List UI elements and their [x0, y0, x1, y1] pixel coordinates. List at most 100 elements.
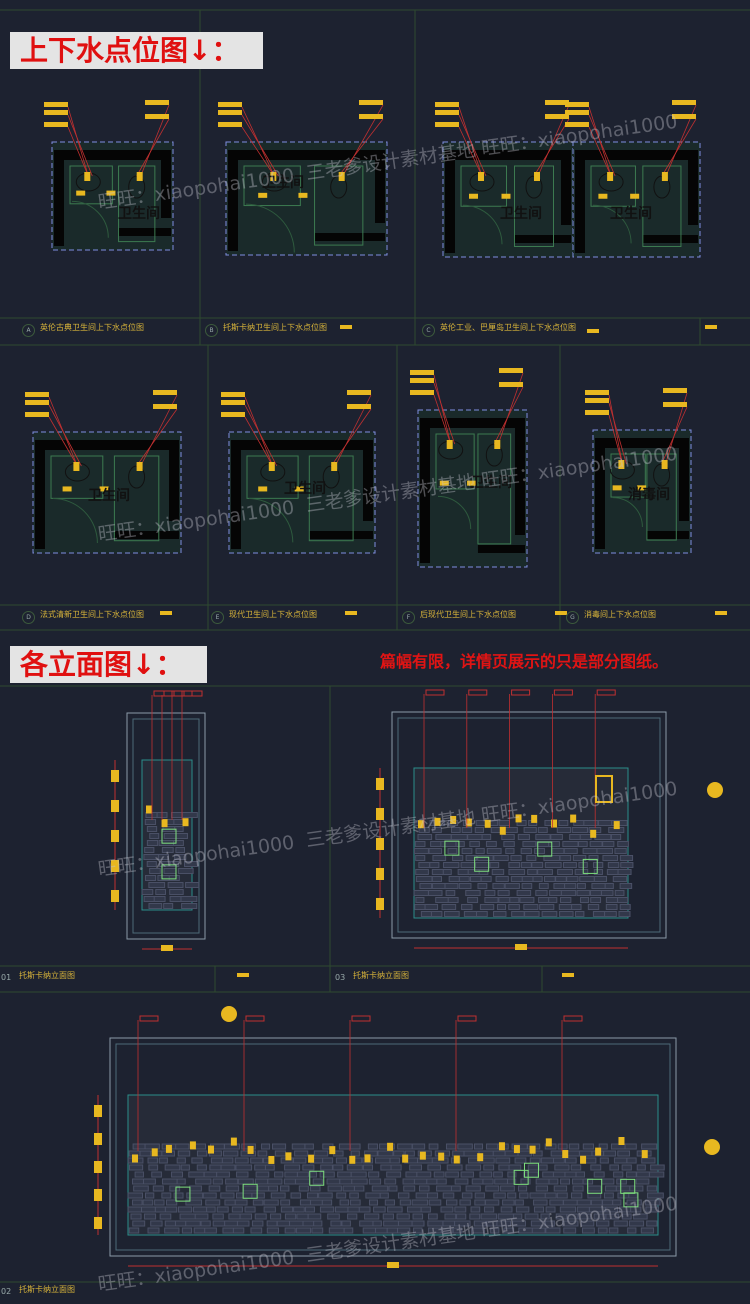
- stone-block: [166, 1199, 178, 1206]
- stone-block: [181, 903, 198, 909]
- stone-block: [164, 1227, 180, 1234]
- stone-block: [480, 876, 492, 882]
- plan-title-a: 英伦古典卫生间上下水点位图: [40, 323, 144, 332]
- fixture-outline: [69, 165, 113, 205]
- stone-block: [424, 904, 439, 910]
- stone-block: [513, 1213, 523, 1220]
- pipe-point: [637, 485, 647, 491]
- stone-block: [579, 834, 592, 840]
- stone-block: [489, 862, 500, 868]
- pipe-tag: [663, 388, 687, 393]
- stone-block: [351, 1178, 368, 1185]
- leader-line: [48, 416, 78, 467]
- stone-block: [276, 1220, 291, 1227]
- room-name-b: 卫生间: [262, 175, 304, 191]
- stone-block: [583, 820, 599, 826]
- stone-block: [507, 1178, 517, 1185]
- stone-block: [295, 1227, 312, 1234]
- stone-block: [349, 1199, 361, 1206]
- room-name-f: 卫生间: [470, 475, 512, 491]
- wall: [54, 150, 64, 246]
- pipe-tag: [585, 390, 609, 395]
- pipe-point: [661, 460, 668, 469]
- stone-block: [612, 1199, 622, 1206]
- dimension-tag: [376, 808, 384, 820]
- stone-block: [350, 1171, 367, 1178]
- stone-block: [615, 1185, 632, 1192]
- stone-block: [570, 1164, 582, 1171]
- fixture-box: [513, 1169, 529, 1185]
- material-tag: [499, 826, 506, 835]
- stone-block: [587, 904, 600, 910]
- stone-block: [495, 1157, 511, 1164]
- dimension-tag: [111, 830, 119, 842]
- fixture-box: [537, 841, 553, 857]
- stone-block: [484, 1199, 500, 1206]
- material-tag: [498, 1142, 505, 1151]
- dimension-tag: [94, 1133, 102, 1145]
- leader-line: [661, 406, 688, 465]
- stone-block: [523, 904, 539, 910]
- stone-block: [235, 1192, 253, 1199]
- stone-block: [335, 1157, 347, 1164]
- stone-block: [440, 1206, 454, 1213]
- stone-block: [289, 1220, 305, 1227]
- stone-block: [145, 875, 157, 881]
- stone-block: [503, 841, 515, 847]
- stone-block: [232, 1227, 245, 1234]
- stone-block: [588, 855, 599, 861]
- pipe-point: [598, 193, 608, 199]
- leader-line: [244, 416, 274, 467]
- stone-block: [177, 1206, 193, 1213]
- wall: [35, 440, 179, 450]
- wall: [561, 150, 571, 225]
- stone-block: [519, 897, 535, 903]
- stone-block: [242, 1185, 258, 1192]
- wall: [54, 150, 171, 160]
- stone-block: [350, 1150, 360, 1157]
- stone-block: [290, 1192, 302, 1199]
- stone-block: [579, 876, 595, 882]
- stone-block: [307, 1171, 318, 1178]
- pipe-tag: [25, 392, 49, 397]
- pipe-tag: [663, 402, 687, 407]
- stone-block: [307, 1213, 322, 1220]
- leader-line: [493, 386, 524, 445]
- stone-block: [161, 847, 174, 853]
- material-tag: [618, 1137, 625, 1146]
- stone-block: [274, 1150, 287, 1157]
- leader-line: [330, 408, 372, 467]
- stone-block: [563, 1227, 577, 1234]
- stone-block: [143, 1178, 156, 1185]
- stone-block: [312, 1178, 323, 1185]
- stone-block: [212, 1220, 226, 1227]
- stone-block: [294, 1150, 309, 1157]
- wall: [595, 438, 689, 448]
- stone-block: [604, 911, 617, 917]
- material-tag: [189, 1141, 196, 1150]
- pipe-tag: [25, 412, 49, 417]
- stone-block: [544, 1192, 557, 1199]
- pipe-point: [469, 193, 478, 199]
- stone-block: [493, 911, 507, 917]
- stone-block: [185, 1199, 203, 1206]
- wall: [228, 150, 385, 160]
- stone-block: [144, 1143, 160, 1150]
- leader-line: [244, 404, 278, 467]
- room-name-g: 消毒间: [628, 487, 670, 503]
- pipe-tag: [347, 404, 371, 409]
- stone-block: [188, 1171, 205, 1178]
- dimension-tag: [515, 944, 527, 950]
- material-tag: [132, 1154, 138, 1163]
- stone-block: [225, 1185, 240, 1192]
- stone-block: [428, 848, 442, 854]
- door-swing: [437, 495, 472, 530]
- stone-block: [454, 1206, 467, 1213]
- stone-block: [163, 903, 174, 909]
- stone-block: [557, 869, 573, 875]
- stone-block: [646, 1220, 658, 1227]
- stone-block: [149, 868, 161, 874]
- stone-block: [555, 876, 567, 882]
- stone-block: [364, 1213, 380, 1220]
- fixture-box: [620, 1178, 636, 1194]
